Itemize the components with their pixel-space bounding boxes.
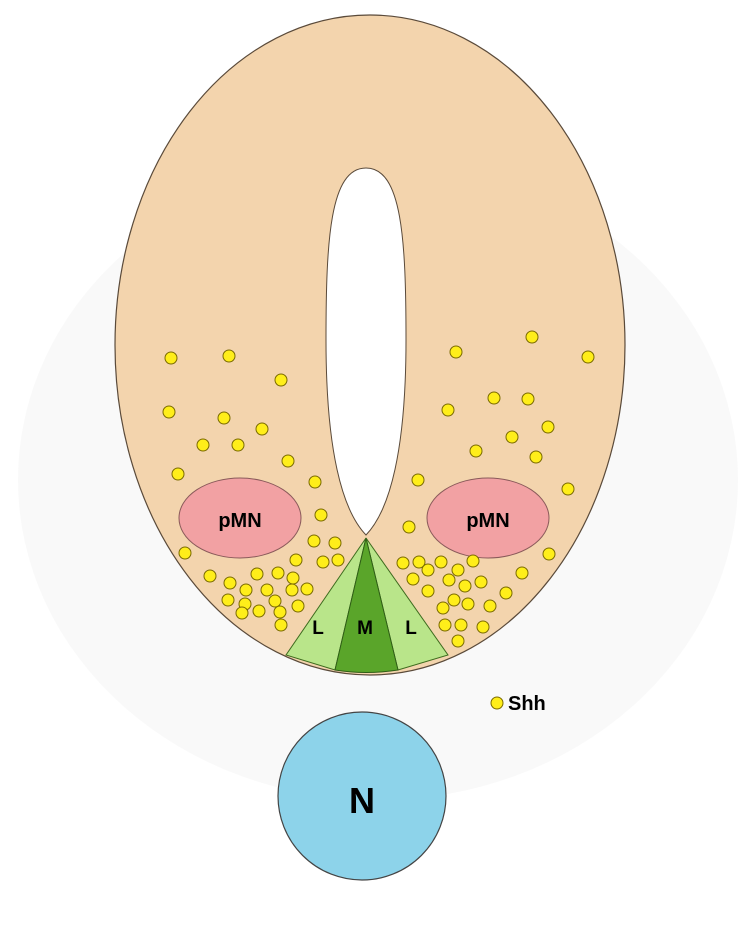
shh-dot	[459, 580, 471, 592]
shh-dot	[301, 583, 313, 595]
shh-dot	[470, 445, 482, 457]
shh-dot	[253, 605, 265, 617]
shh-dot	[467, 555, 479, 567]
shh-dot	[582, 351, 594, 363]
shh-dot	[407, 573, 419, 585]
pmn-label-left: pMN	[218, 510, 261, 532]
shh-dot	[251, 568, 263, 580]
shh-dot	[165, 352, 177, 364]
shh-dot	[236, 607, 248, 619]
shh-dot	[516, 567, 528, 579]
shh-dot	[256, 423, 268, 435]
shh-dot	[530, 451, 542, 463]
shh-dot	[500, 587, 512, 599]
shh-dot	[309, 476, 321, 488]
shh-dot	[448, 594, 460, 606]
shh-dot	[329, 537, 341, 549]
shh-dot	[435, 556, 447, 568]
shh-dot	[452, 635, 464, 647]
shh-dot	[223, 350, 235, 362]
shh-dot	[422, 564, 434, 576]
medial-label: M	[357, 618, 373, 639]
shh-dot	[455, 619, 467, 631]
shh-dot	[317, 556, 329, 568]
shh-dot	[332, 554, 344, 566]
shh-dot	[403, 521, 415, 533]
shh-dot	[286, 584, 298, 596]
shh-dot	[290, 554, 302, 566]
shh-dot	[422, 585, 434, 597]
shh-dot	[269, 595, 281, 607]
shh-dot	[462, 598, 474, 610]
shh-dot	[488, 392, 500, 404]
shh-dot	[282, 455, 294, 467]
legend-shh-dot	[491, 697, 503, 709]
shh-dot	[240, 584, 252, 596]
shh-dot	[275, 619, 287, 631]
shh-dot	[275, 374, 287, 386]
shh-dot	[315, 509, 327, 521]
shh-dot	[526, 331, 538, 343]
shh-dot	[506, 431, 518, 443]
shh-dot	[163, 406, 175, 418]
shh-dot	[272, 567, 284, 579]
shh-dot	[292, 600, 304, 612]
shh-dot	[452, 564, 464, 576]
pmn-label-right: pMN	[466, 510, 509, 532]
shh-dot	[542, 421, 554, 433]
shh-dot	[397, 557, 409, 569]
shh-dot	[484, 600, 496, 612]
shh-dot	[197, 439, 209, 451]
shh-dot	[179, 547, 191, 559]
shh-dot	[224, 577, 236, 589]
shh-dot	[450, 346, 462, 358]
shh-dot	[172, 468, 184, 480]
shh-dot	[274, 606, 286, 618]
lateral-label-right: L	[405, 618, 417, 639]
shh-dot	[442, 404, 454, 416]
shh-dot	[308, 535, 320, 547]
shh-dot	[232, 439, 244, 451]
shh-dot	[222, 594, 234, 606]
legend-shh-label: Shh	[508, 693, 546, 715]
shh-dot	[443, 574, 455, 586]
shh-dot	[477, 621, 489, 633]
shh-dot	[412, 474, 424, 486]
shh-dot	[522, 393, 534, 405]
shh-dot	[562, 483, 574, 495]
shh-dot	[543, 548, 555, 560]
shh-dot	[475, 576, 487, 588]
shh-dot	[287, 572, 299, 584]
shh-dot	[218, 412, 230, 424]
notochord-label: N	[349, 780, 375, 821]
shh-dot	[261, 584, 273, 596]
lateral-label-left: L	[312, 618, 324, 639]
shh-dot	[437, 602, 449, 614]
shh-dot	[204, 570, 216, 582]
shh-dot	[439, 619, 451, 631]
